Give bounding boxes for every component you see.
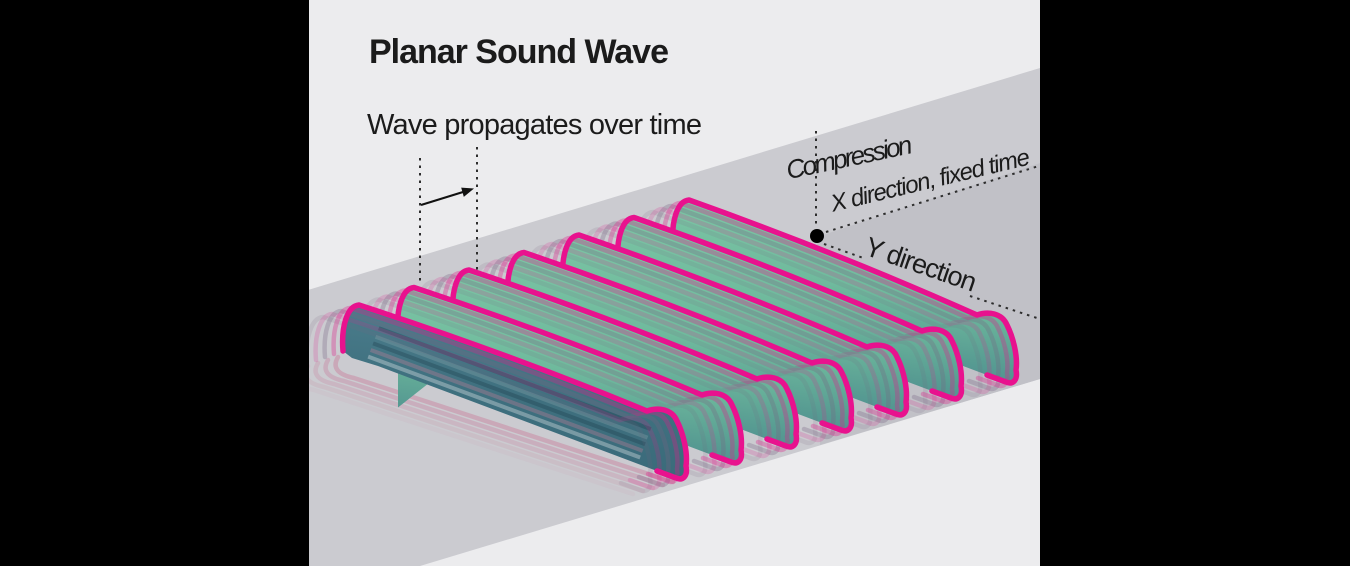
origin-point-marker bbox=[810, 229, 824, 243]
propagation-arrow-icon bbox=[420, 187, 474, 207]
figure-subtitle: Wave propagates over time bbox=[367, 109, 702, 141]
figure-title: Planar Sound Wave bbox=[369, 33, 669, 71]
x-axis-dotted-line bbox=[825, 164, 1043, 233]
left-letterbox-bar bbox=[0, 0, 309, 566]
wave-surface bbox=[293, 197, 1020, 497]
right-letterbox-bar bbox=[1040, 0, 1350, 566]
